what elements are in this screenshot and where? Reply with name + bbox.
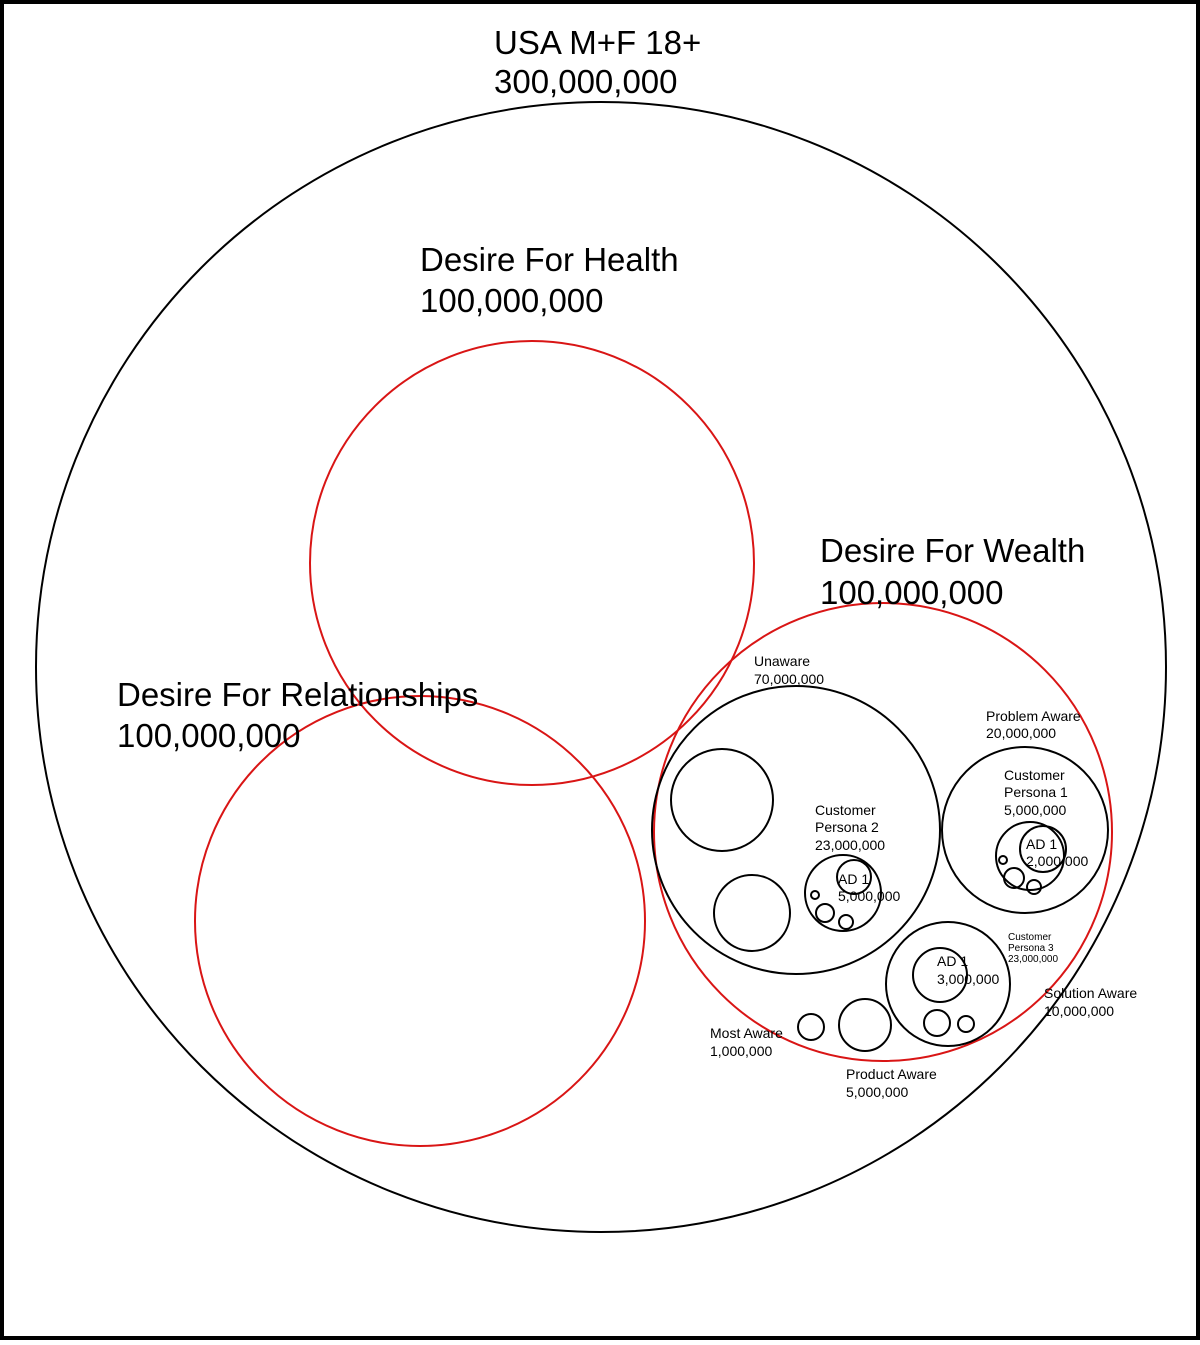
persona2-circle — [804, 854, 882, 932]
most-aware-value: 1,000,000 — [710, 1043, 772, 1059]
persona1-label-line2: Persona 1 — [1004, 784, 1068, 800]
relationships-value: 100,000,000 — [117, 717, 301, 754]
problem-aware-value: 20,000,000 — [986, 725, 1056, 741]
wealth-label: Desire For Wealth — [820, 532, 1085, 569]
total-population-value: 300,000,000 — [494, 63, 678, 100]
persona1-value: 5,000,000 — [1004, 802, 1066, 818]
unaware-circle — [651, 685, 941, 975]
wealth-circle — [653, 602, 1113, 1062]
persona1-ad-value: 2,000,000 — [1026, 853, 1088, 869]
unaware-sub-circle-medium — [713, 874, 791, 952]
health-value: 100,000,000 — [420, 282, 604, 319]
persona2-label-line1: Customer — [815, 802, 876, 818]
health-circle — [309, 340, 755, 786]
persona2-value: 23,000,000 — [815, 837, 885, 853]
wealth-value: 100,000,000 — [820, 574, 1004, 611]
solution-aware-circle — [885, 921, 1011, 1047]
unaware-value: 70,000,000 — [754, 671, 824, 687]
persona2-small-circle-1 — [815, 903, 835, 923]
relationships-circle — [194, 695, 646, 1147]
persona3-ad-value: 3,000,000 — [937, 971, 999, 987]
most-aware-label: Most Aware — [710, 1025, 783, 1041]
persona2-small-circle-2 — [838, 914, 854, 930]
persona2-label-line2: Persona 2 — [815, 819, 879, 835]
unaware-sub-circle-large — [670, 748, 774, 852]
product-aware-circle — [838, 998, 892, 1052]
persona1-label-line1: Customer — [1004, 767, 1065, 783]
persona3-small-circle-2 — [957, 1015, 975, 1033]
persona3-ad-circle — [912, 947, 968, 1003]
persona2-ad-circle — [836, 859, 872, 895]
unaware-label: Unaware — [754, 653, 810, 669]
persona1-small-circle-2 — [1026, 879, 1042, 895]
problem-aware-circle — [941, 746, 1109, 914]
persona3-label-line1: Customer — [1008, 932, 1052, 943]
persona1-small-circle-1 — [1003, 867, 1025, 889]
persona3-value: 23,000,000 — [1008, 954, 1058, 965]
most-aware-circle — [797, 1013, 825, 1041]
persona3-label-line2: Persona 3 — [1008, 943, 1054, 954]
persona2-ad-value: 5,000,000 — [838, 888, 900, 904]
solution-aware-value: 10,000,000 — [1044, 1003, 1114, 1019]
solution-aware-label: Solution Aware — [1044, 985, 1137, 1001]
persona1-tiny-circle — [998, 855, 1008, 865]
problem-aware-label: Problem Aware — [986, 708, 1081, 724]
product-aware-value: 5,000,000 — [846, 1084, 908, 1100]
persona3-ad-label: AD 1 — [937, 953, 968, 969]
persona1-ad-label: AD 1 — [1026, 836, 1057, 852]
product-aware-label: Product Aware — [846, 1066, 937, 1082]
health-label: Desire For Health — [420, 241, 679, 278]
persona3-small-circle-1 — [923, 1009, 951, 1037]
persona1-ad-circle — [1019, 825, 1067, 873]
total-population-circle — [35, 101, 1167, 1233]
total-population-label: USA M+F 18+ — [494, 24, 701, 61]
persona2-tiny-circle — [810, 890, 820, 900]
persona2-ad-label: AD 1 — [838, 871, 869, 887]
relationships-label: Desire For Relationships — [117, 676, 478, 713]
